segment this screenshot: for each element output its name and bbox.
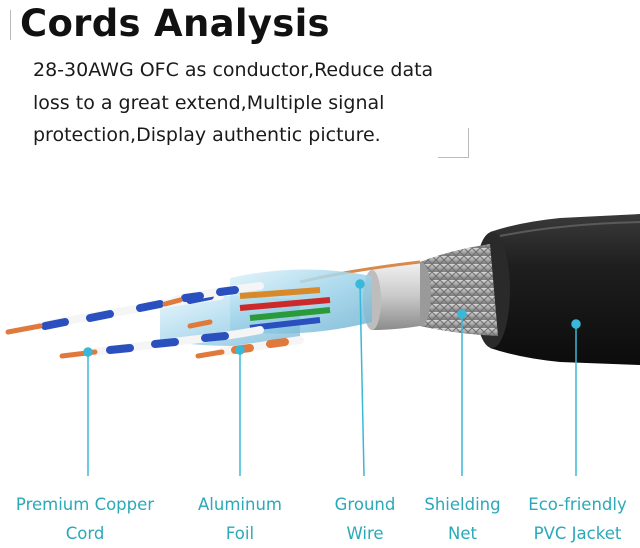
label-ground-wire: Ground Wire bbox=[320, 490, 410, 548]
corner-mark-right bbox=[468, 128, 469, 158]
label-line: Aluminum bbox=[198, 495, 282, 514]
shielding-net bbox=[411, 244, 498, 336]
label-aluminum-foil: Aluminum Foil bbox=[180, 490, 300, 548]
description-line: protection,Display authentic picture. bbox=[33, 124, 381, 146]
label-shielding-net: Shielding Net bbox=[415, 490, 510, 548]
label-line: Cord bbox=[65, 524, 105, 543]
page-title: Cords Analysis bbox=[20, 2, 330, 45]
label-premium-copper-cord: Premium Copper Cord bbox=[10, 490, 160, 548]
description-line: loss to a great extend,Multiple signal bbox=[33, 91, 385, 114]
pointer-dot bbox=[457, 309, 467, 319]
corner-mark-bottom bbox=[438, 157, 469, 158]
twisted-pairs bbox=[5, 269, 372, 359]
label-pointers bbox=[83, 279, 581, 477]
label-line: Shielding bbox=[424, 495, 501, 514]
description-line: 28-30AWG OFC as conductor,Reduce data bbox=[33, 59, 434, 81]
corner-mark-top-left bbox=[10, 10, 11, 40]
label-line: PVC Jacket bbox=[533, 524, 622, 543]
label-line: Ground bbox=[334, 495, 396, 514]
pointer-dot bbox=[83, 347, 93, 357]
label-line: Net bbox=[448, 524, 477, 543]
pointer-dot bbox=[571, 319, 581, 329]
pointer-dot bbox=[355, 279, 365, 289]
label-line: Foil bbox=[225, 524, 255, 543]
description: 28-30AWG OFC as conductor,Reduce data lo… bbox=[33, 54, 493, 152]
label-line: Wire bbox=[346, 524, 384, 543]
label-line: Eco-friendly bbox=[528, 495, 627, 514]
pvc-jacket bbox=[474, 214, 640, 365]
pointer-dot bbox=[235, 345, 245, 355]
label-eco-friendly-pvc-jacket: Eco-friendly PVC Jacket bbox=[520, 490, 635, 548]
label-line: Premium Copper bbox=[15, 495, 155, 514]
